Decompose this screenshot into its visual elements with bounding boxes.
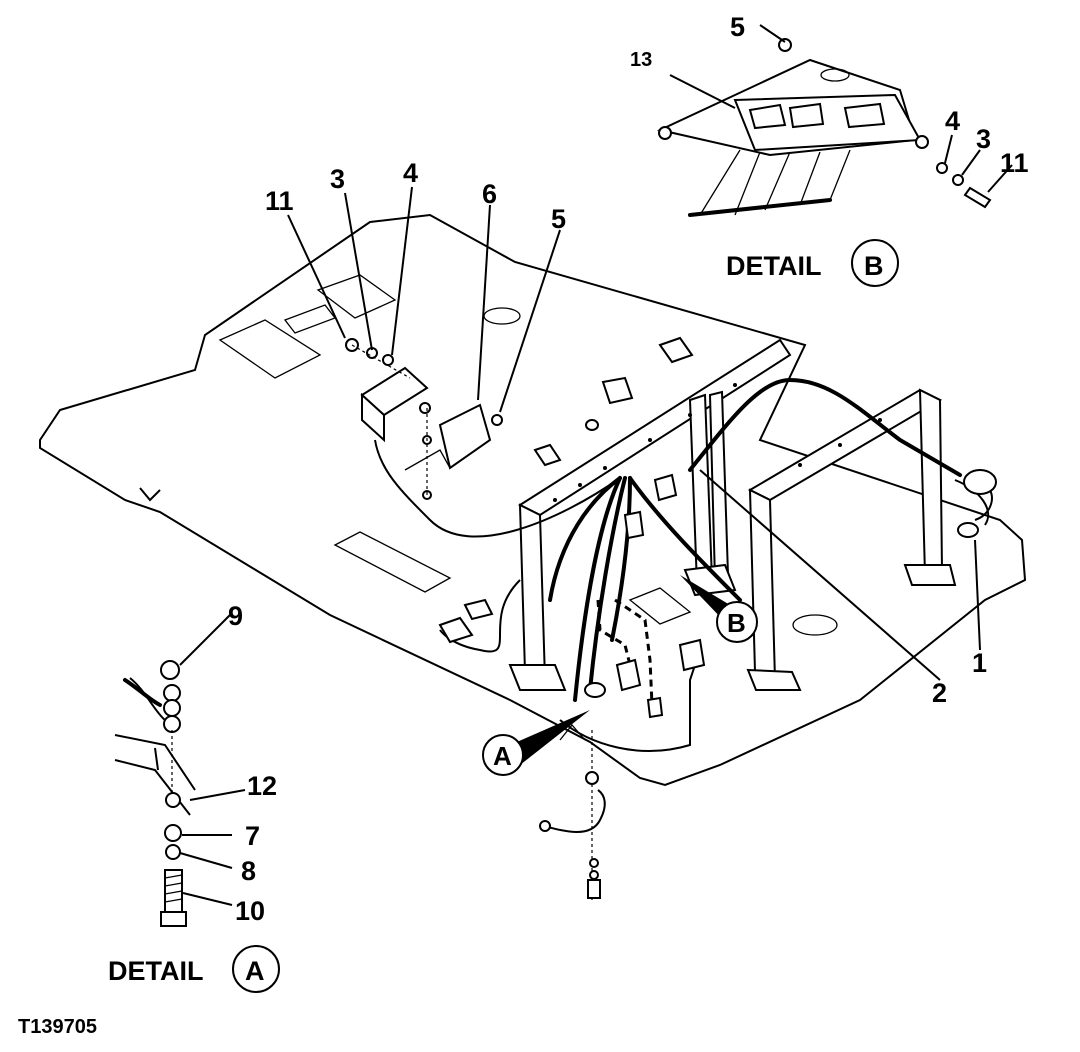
callout-number-7: 7	[245, 821, 260, 851]
detail-a-letter: A	[245, 956, 265, 986]
detail-b-illustration	[656, 38, 992, 217]
wiring-harness	[374, 377, 993, 752]
callout-number-3-detail-b: 3	[976, 124, 991, 154]
detail-b-title: DETAIL	[726, 251, 822, 281]
detail-a-letter-circle	[232, 945, 280, 993]
connectors	[438, 336, 997, 719]
callout-letter-a: A	[493, 741, 512, 771]
callout-number-8: 8	[241, 856, 256, 886]
callout-number-9: 9	[228, 601, 243, 631]
callout-number-3-main: 3	[330, 164, 345, 194]
callout-number-4-main: 4	[403, 158, 418, 188]
ground-strap-main	[539, 730, 606, 900]
callout-number-1: 1	[972, 648, 987, 678]
callout-b-circle	[716, 601, 758, 643]
detail-a-title: DETAIL	[108, 956, 204, 986]
callout-number-6: 6	[482, 179, 497, 209]
callout-a-pointer	[510, 710, 590, 765]
detail-a-illustration	[114, 660, 196, 927]
callout-number-11-detail-b: 11	[1000, 148, 1029, 178]
callout-number-4-detail-b: 4	[945, 106, 960, 136]
figure-id: T139705	[18, 1016, 97, 1038]
callout-number-11-main: 11	[265, 186, 294, 216]
callout-number-2: 2	[932, 678, 947, 708]
callout-number-12: 12	[247, 771, 277, 801]
callout-number-5-main: 5	[551, 204, 566, 234]
callout-number-13: 13	[630, 49, 652, 71]
callout-number-5-detail-b: 5	[730, 12, 745, 42]
leader-lines	[179, 24, 1013, 906]
callout-letter-b: B	[727, 608, 746, 638]
detail-b-letter: B	[864, 251, 884, 281]
relay-bracket-assembly	[345, 338, 503, 500]
callout-number-10: 10	[235, 896, 265, 926]
callout-a-circle	[482, 734, 524, 776]
detail-b-letter-circle	[851, 239, 899, 287]
